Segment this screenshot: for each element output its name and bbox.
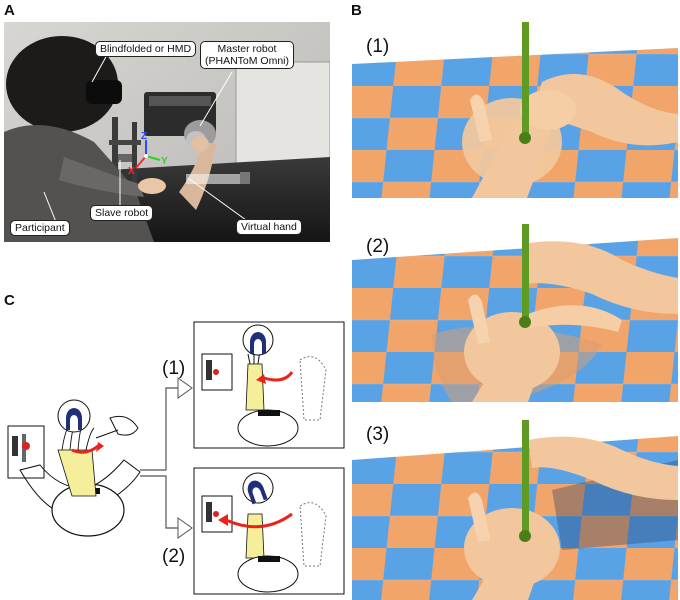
vr-frame-2 <box>352 224 678 402</box>
condition-diagram <box>7 321 345 595</box>
vr-frame-1 <box>352 22 678 198</box>
condition-1-label: (1) <box>162 358 186 379</box>
condition-2-figure <box>193 467 345 595</box>
label-master-line1: Master robot <box>217 43 277 55</box>
label-master-robot: Master robot (PHANToM Omni) <box>200 41 295 69</box>
baseline-figure <box>7 399 141 537</box>
label-virtual-hand: Virtual hand <box>236 219 302 235</box>
condition-2-label: (2) <box>162 546 186 567</box>
label-blindfolded: Blindfolded or HMD <box>95 41 197 57</box>
panel-letter-c: C <box>4 292 15 309</box>
vr-frame-3-label: (3) <box>366 424 390 445</box>
vr-frames <box>352 22 678 600</box>
axes-indicator <box>135 140 161 169</box>
axis-x-label: X <box>128 166 135 177</box>
vr-frame-3 <box>352 420 678 600</box>
panel-letter-b: B <box>351 2 362 19</box>
branch-arrow <box>140 377 193 539</box>
vr-frame-2-label: (2) <box>366 236 390 257</box>
label-master-line2: (PHANToM Omni) <box>205 55 290 67</box>
condition-1-figure <box>193 321 345 449</box>
axis-z-label: Z <box>141 131 147 142</box>
vr-frame-1-label: (1) <box>366 36 390 57</box>
label-participant: Participant <box>10 220 70 236</box>
axis-y-label: Y <box>161 156 168 167</box>
panel-letter-a: A <box>4 2 15 19</box>
slave-robot <box>109 117 141 187</box>
label-slave-robot: Slave robot <box>90 205 154 221</box>
